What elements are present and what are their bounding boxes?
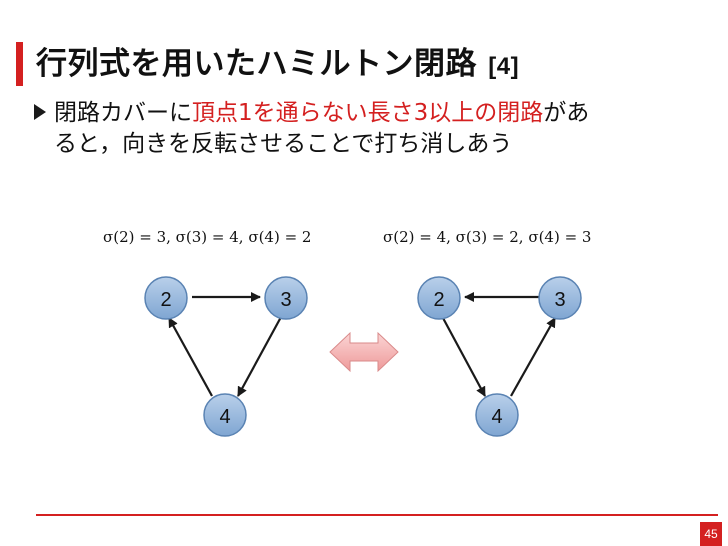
left-edge-3-4 — [237, 316, 282, 397]
footer-divider — [36, 514, 718, 516]
title-reference: [4] — [488, 53, 520, 80]
title-accent-bar — [16, 42, 23, 86]
right-node-2-label: 2 — [433, 289, 444, 311]
formula-left: σ(2) = 3, σ(3) = 4, σ(4) = 2 — [103, 228, 312, 246]
page-number: 45 — [700, 522, 722, 546]
triangle-bullet-icon — [34, 104, 46, 120]
slide-title: 行列式を用いたハミルトン閉路 [4] — [36, 38, 519, 83]
left-edge-4-2 — [168, 317, 213, 397]
right-node-4-label: 4 — [491, 406, 502, 428]
right-node-3 — [538, 276, 582, 320]
title-text: 行列式を用いたハミルトン閉路 — [36, 46, 477, 82]
left-graph: 2 3 4 — [144, 276, 308, 437]
line1-before: 閉路カバーに — [54, 100, 192, 126]
left-node-2-label: 2 — [160, 289, 171, 311]
right-node-4 — [475, 393, 519, 437]
left-node-2 — [144, 276, 188, 320]
left-node-4 — [203, 393, 247, 437]
bullet-text: 閉路カバーに頂点1を通らない長さ3以上の閉路があ ると，向きを反転させることで打… — [34, 98, 714, 160]
formula-right: σ(2) = 4, σ(3) = 2, σ(4) = 3 — [383, 228, 592, 246]
line1-after: があ — [543, 100, 590, 126]
bullet-line-1: 閉路カバーに頂点1を通らない長さ3以上の閉路があ — [34, 98, 714, 129]
left-node-4-label: 4 — [219, 406, 230, 428]
bullet-line-2: ると，向きを反転させることで打ち消しあう — [54, 131, 513, 157]
right-edge-4-3 — [510, 317, 556, 397]
left-node-3-label: 3 — [280, 289, 291, 311]
left-node-3 — [264, 276, 308, 320]
right-node-3-label: 3 — [554, 289, 565, 311]
line1-highlight: 頂点1を通らない長さ3以上の閉路 — [192, 100, 544, 126]
double-arrow-icon — [329, 331, 399, 373]
right-node-2 — [417, 276, 461, 320]
right-edge-2-4 — [442, 317, 486, 397]
right-graph: 2 3 4 — [417, 276, 582, 437]
